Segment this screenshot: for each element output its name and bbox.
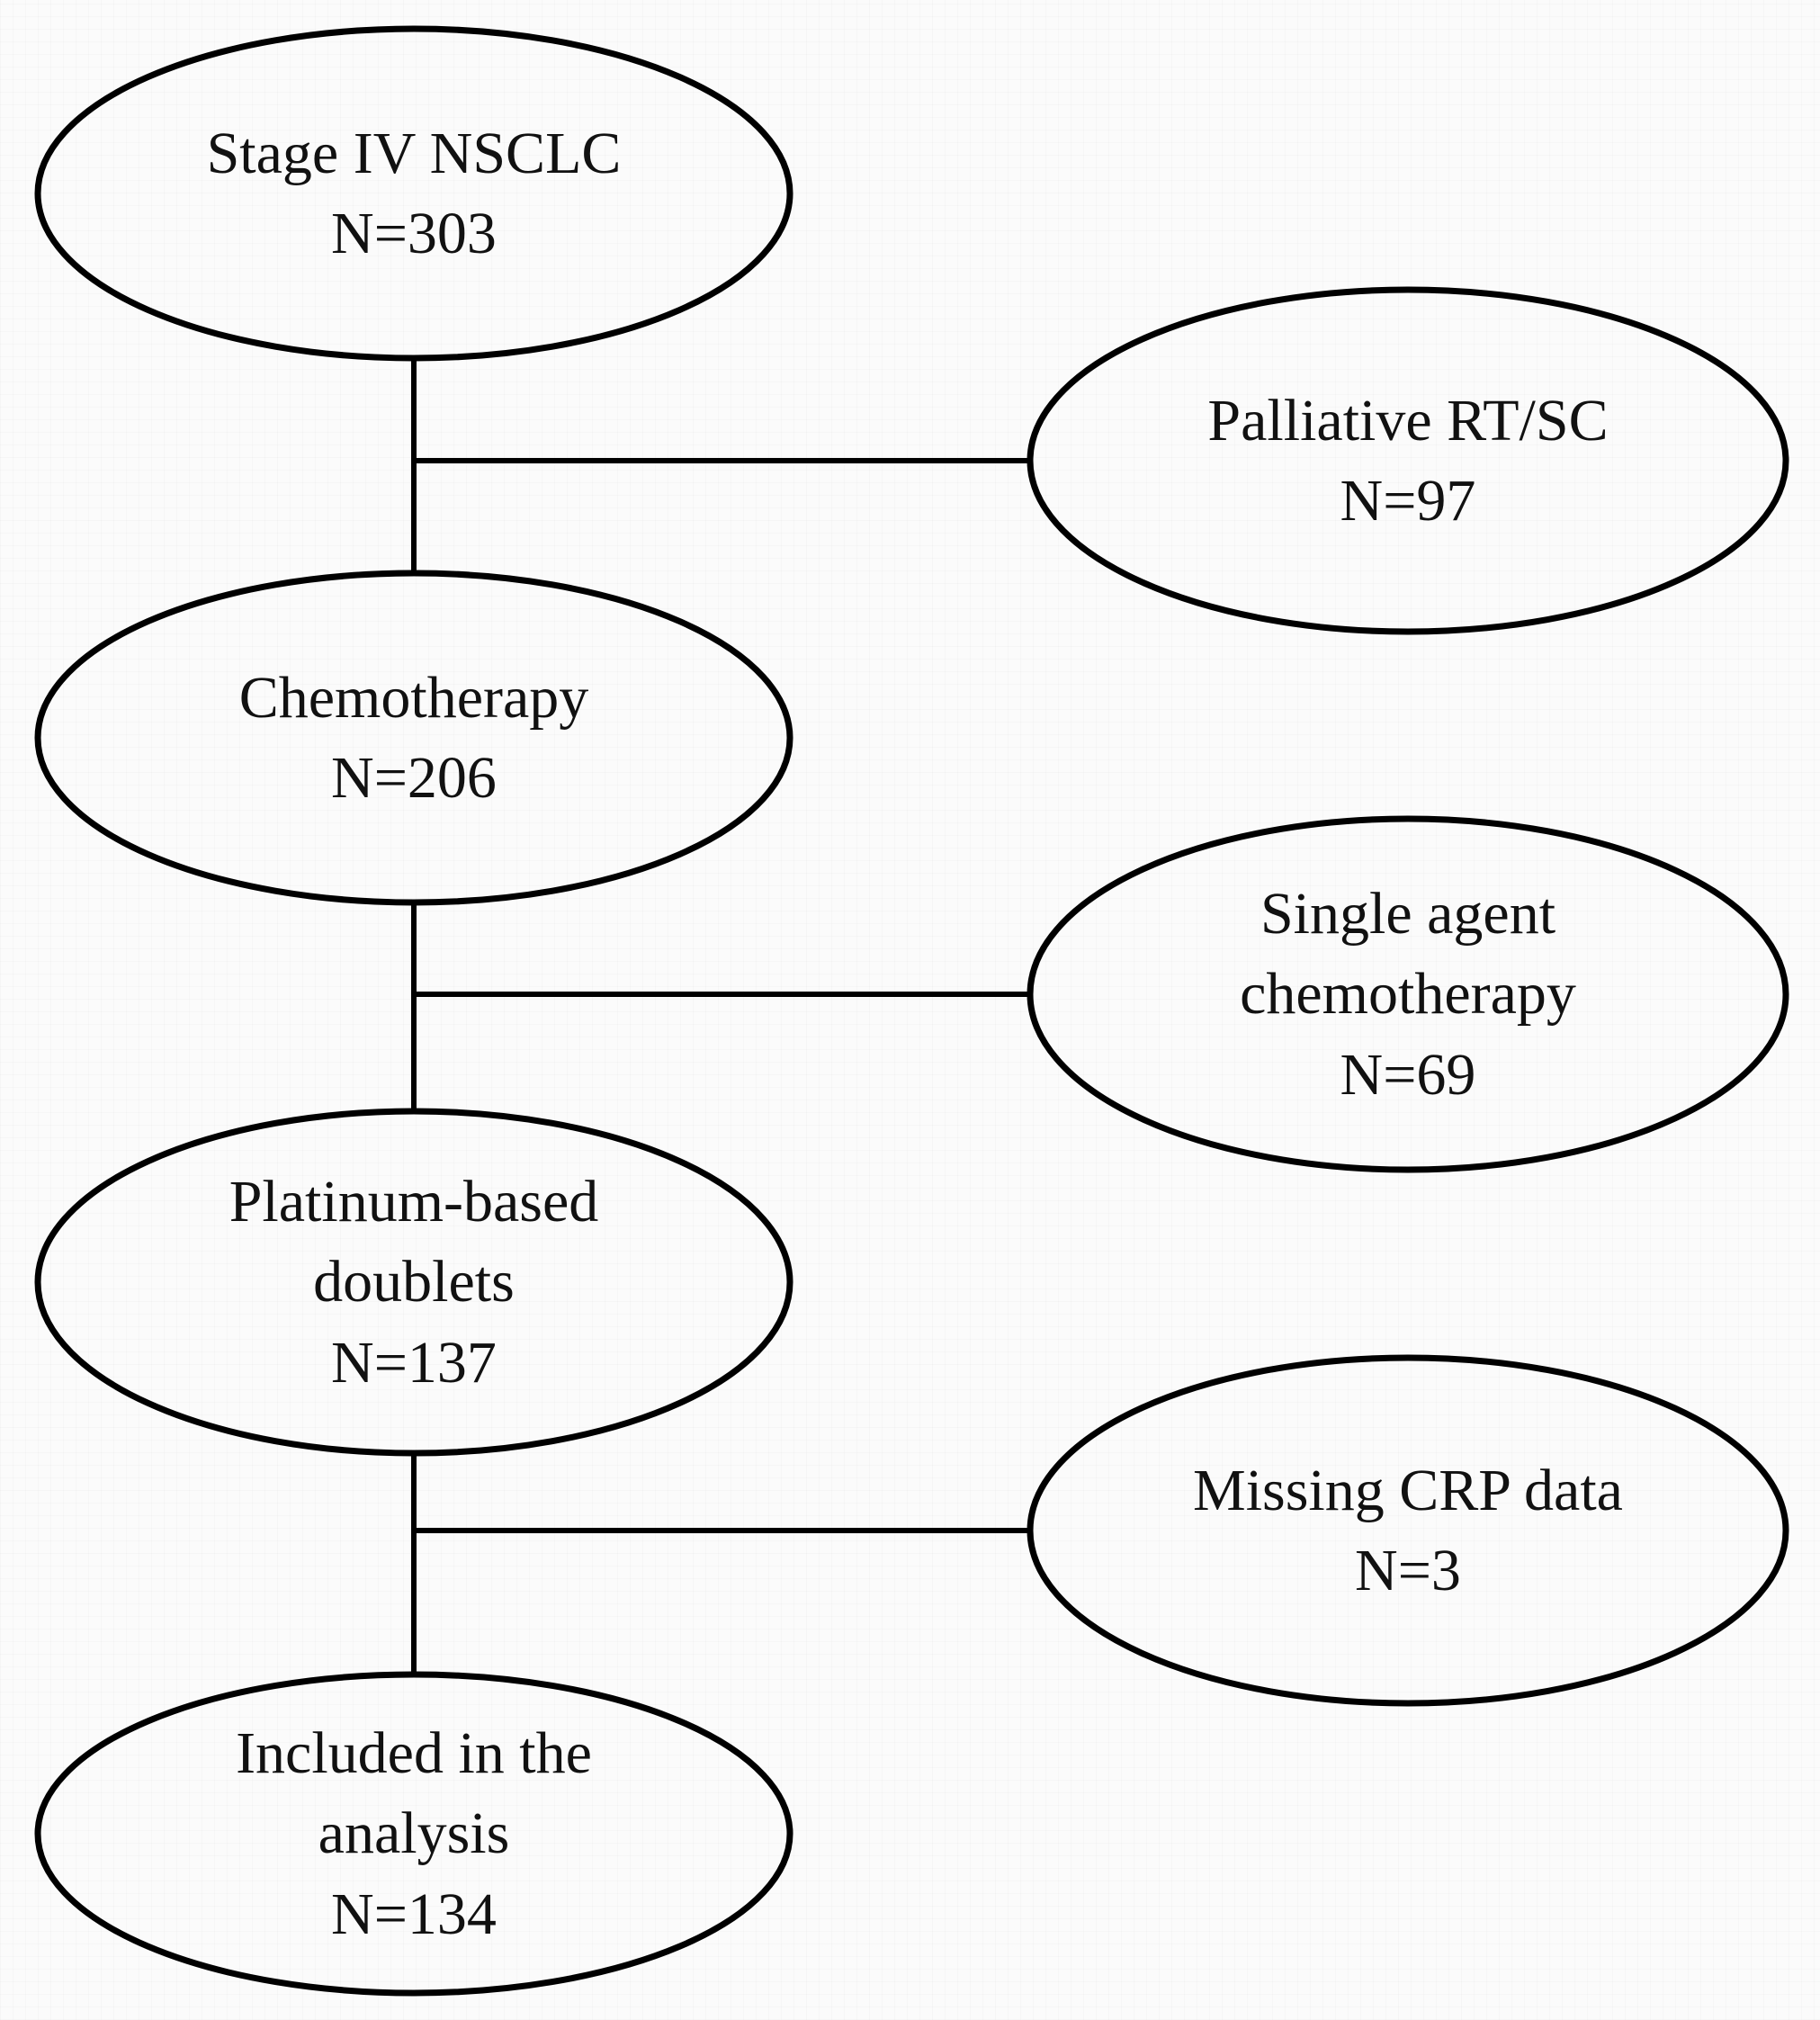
ellipse-included-in-analysis: [34, 1671, 793, 1997]
ellipse-palliative-rt-sc: [1027, 286, 1789, 635]
ellipse-single-agent-chemotherapy: [1027, 815, 1789, 1173]
ellipse-missing-crp-data: [1027, 1354, 1789, 1707]
ellipse-platinum-based-doublets: [34, 1108, 793, 1457]
ellipse-stage-iv-nsclc: [34, 25, 793, 362]
ellipse-chemotherapy: [34, 570, 793, 906]
